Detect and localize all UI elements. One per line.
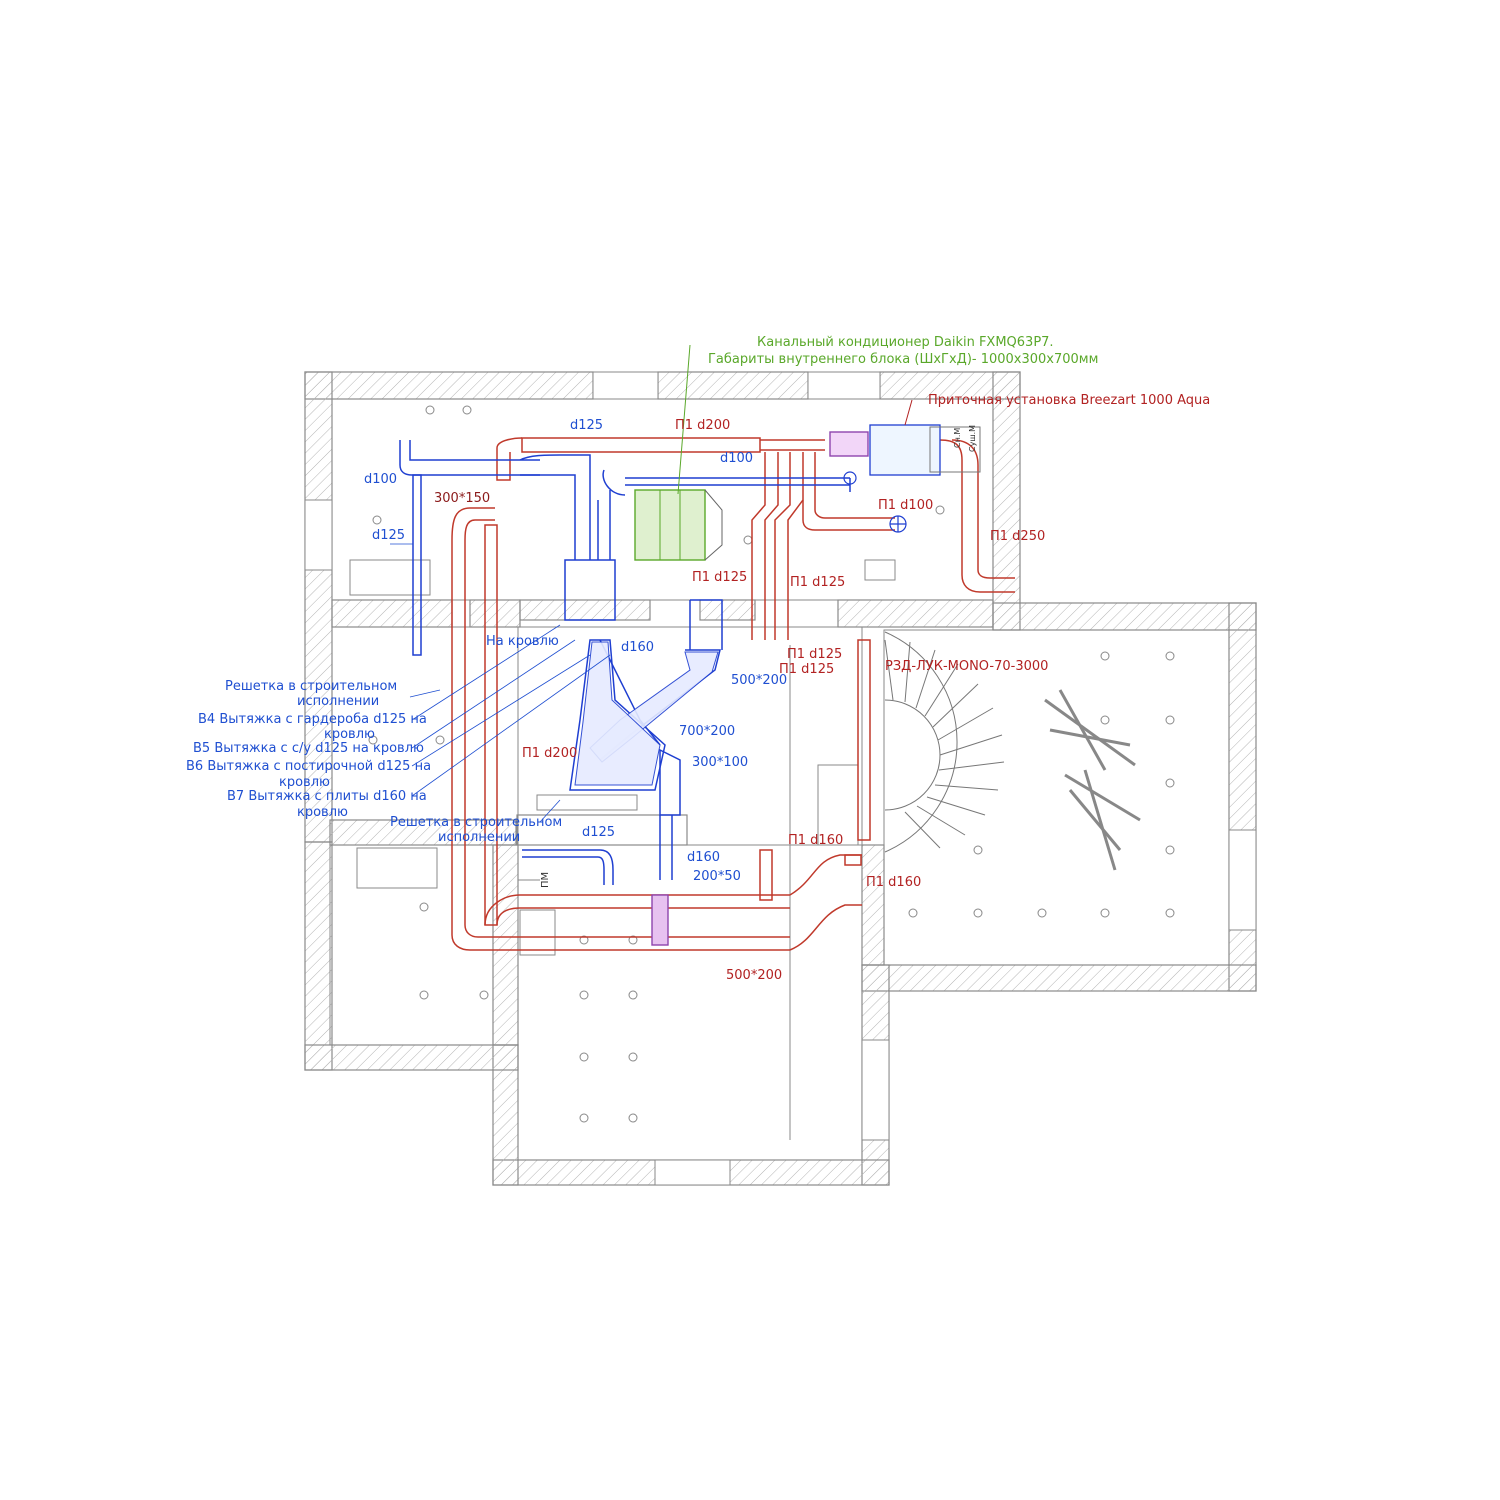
damper-label: РЗД-ЛУК-MONO-70-3000 <box>885 659 1048 674</box>
exhaust-label-d125-top: d125 <box>570 418 603 433</box>
transfer-duct <box>651 431 869 946</box>
ac-unit-label-line2: Габариты внутреннего блока (ШхГхД)- 1000… <box>708 352 1098 367</box>
exhaust-label-d125-left: d125 <box>372 528 405 543</box>
supply-label-p1-d160-a: П1 d160 <box>788 833 843 848</box>
exhaust-ducts <box>399 440 851 885</box>
b4-label-line2: кровлю <box>324 727 375 742</box>
supply-label-p1-d125-d: П1 d125 <box>779 662 834 677</box>
ac-unit <box>634 344 723 561</box>
diffusers <box>843 471 907 533</box>
supply-label-500x200-bottom: 500*200 <box>726 968 782 983</box>
spiral-staircase <box>884 631 1005 853</box>
exhaust-label-d100-top: d100 <box>720 451 753 466</box>
b6-label-line2: кровлю <box>279 775 330 790</box>
b5-label-line1: В5 Вытяжка с с/у d125 на кровлю <box>193 741 424 756</box>
exhaust-label-700x200: 700*200 <box>679 724 735 739</box>
windows <box>304 371 1257 1186</box>
grille-label-1-line1: Решетка в строительном <box>225 679 397 694</box>
grille-label-2-line1: Решетка в строительном <box>390 815 562 830</box>
room-mark-pm: ПМ <box>540 872 551 888</box>
supply-label-p1-d100: П1 d100 <box>878 498 933 513</box>
exhaust-main-duct-fill <box>574 641 719 786</box>
labels: Канальный кондиционер Daikin FXMQ63P7. Г… <box>186 335 1210 983</box>
exhaust-label-500x200: 500*200 <box>731 673 787 688</box>
room-outlines <box>329 398 1230 1161</box>
supply-label-p1-d125-b: П1 d125 <box>790 575 845 590</box>
b7-label-line2: кровлю <box>297 805 348 820</box>
ceiling-light-marks <box>368 405 1175 1123</box>
grille-label-1-line2: исполнении <box>297 694 379 709</box>
b6-label-line1: В6 Вытяжка с постирочной d125 на <box>186 759 431 774</box>
supply-unit-label: Приточная установка Breezart 1000 Aqua <box>928 393 1210 408</box>
breezart-supply-unit <box>869 399 981 476</box>
supply-ducts <box>451 437 1015 951</box>
ac-unit-label-line1: Канальный кондиционер Daikin FXMQ63P7. <box>757 335 1054 350</box>
exhaust-label-d160-mid: d160 <box>621 640 654 655</box>
leader-lines <box>390 543 611 823</box>
exhaust-label-d100-left: d100 <box>364 472 397 487</box>
supply-label-p1-d200-left: П1 d200 <box>522 746 577 761</box>
room-mark-sush-m: Суш.М <box>968 425 977 452</box>
exhaust-label-d125-lower: d125 <box>582 825 615 840</box>
supply-label-p1-d160-b: П1 d160 <box>866 875 921 890</box>
exhaust-label-d160-lower: d160 <box>687 850 720 865</box>
supply-label-300x150: 300*150 <box>434 491 490 506</box>
exhaust-label-to-roof: На кровлю <box>486 634 559 649</box>
b7-label-line1: В7 Вытяжка с плиты d160 на <box>227 789 427 804</box>
supply-label-p1-d250: П1 d250 <box>990 529 1045 544</box>
exhaust-label-200x50: 200*50 <box>693 869 741 884</box>
stacked-planks <box>1044 689 1141 871</box>
room-mark-sn-m: Сн.М <box>953 428 962 448</box>
supply-label-p1-d125-c: П1 d125 <box>787 647 842 662</box>
supply-label-p1-d200-top: П1 d200 <box>675 418 730 433</box>
grille-label-2-line2: исполнении <box>438 830 520 845</box>
exhaust-label-300x100: 300*100 <box>692 755 748 770</box>
b4-label-line1: В4 Вытяжка с гардероба d125 на <box>198 712 427 727</box>
supply-label-p1-d125-a: П1 d125 <box>692 570 747 585</box>
